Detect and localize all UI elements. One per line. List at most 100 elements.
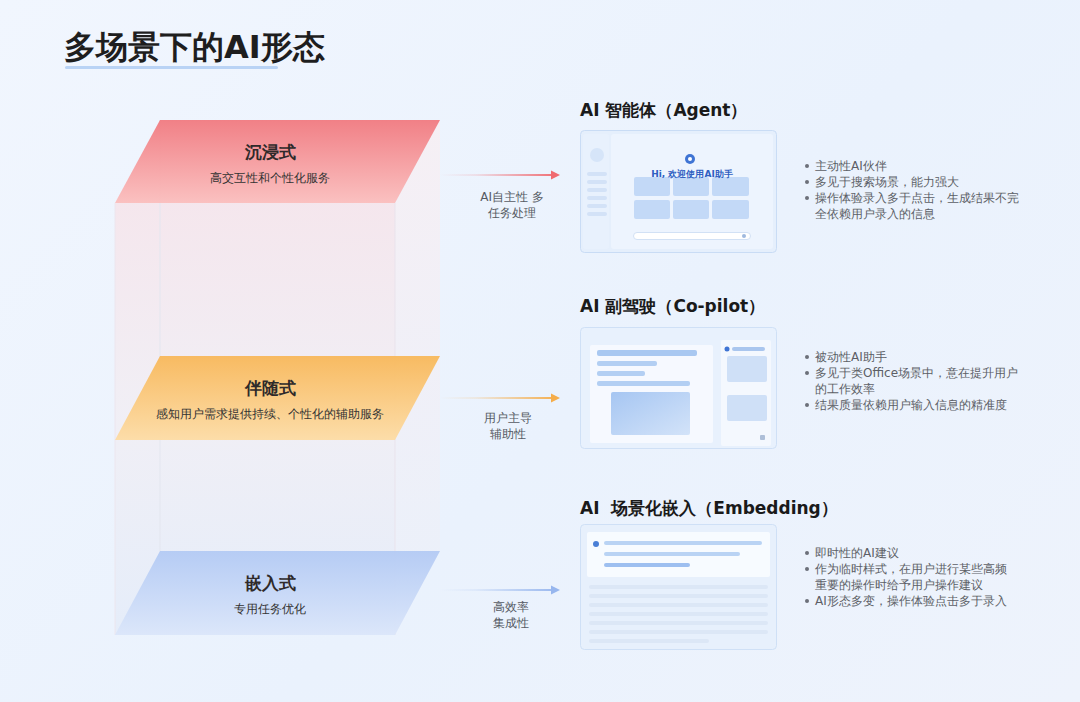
bullet-dot: [805, 371, 809, 375]
band-text: 嵌入式专用任务优化: [115, 572, 425, 617]
card-line: [604, 552, 740, 556]
screen-tile: [712, 200, 749, 219]
bullet-item: 作为临时样式，在用户进行某些高频重要的操作时给予用户操作建议: [803, 561, 1015, 593]
screen-frame: [581, 328, 777, 449]
page-line: [589, 594, 768, 598]
doc-line: [597, 381, 690, 386]
band-title: 沉浸式: [115, 141, 425, 163]
assistant-pane: [721, 340, 771, 446]
screen-main: [611, 134, 773, 249]
band-fill: [115, 551, 440, 635]
sidebar-bar: [587, 188, 607, 192]
screen-tile: [712, 177, 749, 196]
page-line: [589, 603, 768, 607]
bullet-text: 结果质量依赖用户输入信息的精准度: [815, 398, 1007, 412]
bullet-dot: [805, 599, 809, 603]
bullet-item: 即时性的AI建议: [803, 545, 1015, 561]
doc-block: [611, 392, 690, 435]
arrow-head: [551, 586, 560, 595]
pane-block: [727, 395, 767, 421]
bullet-dot: [805, 355, 809, 359]
logo-dot: [725, 347, 730, 352]
bullet-item: 操作体验录入多于点击，生成结果不完全依赖用户录入的信息: [803, 190, 1027, 222]
bullet-text: 即时性的AI建议: [815, 546, 899, 560]
flow-arrow: [440, 586, 560, 595]
screen-tile: [634, 177, 670, 196]
sidebar-bar: [587, 180, 607, 184]
screen-frame: [581, 131, 777, 253]
bullet-text: 被动性AI助手: [815, 350, 887, 364]
screen-frame: [581, 525, 777, 650]
bullet-item: 主动性AI伙伴: [803, 158, 1027, 174]
bullet-dot: [805, 180, 809, 184]
page-line: [589, 630, 768, 634]
screen-caption: Hi, 欢迎使用AI助手: [636, 168, 748, 180]
band-fill: [115, 356, 440, 440]
arrow-head: [551, 394, 560, 403]
pane-icon: [760, 435, 765, 440]
avatar-dot: [590, 148, 604, 162]
flow-arrow: [440, 171, 560, 180]
arrow-label: 用户主导 辅助性: [482, 410, 534, 442]
bullet-dot: [805, 567, 809, 571]
bullet-text: 主动性AI伙伴: [815, 159, 887, 173]
doc-line: [597, 350, 697, 356]
bullet-dot: [805, 403, 809, 407]
arrow-label: 高效率 集成性: [491, 599, 531, 631]
suggestion-card: [587, 532, 770, 577]
pane-line: [732, 347, 765, 351]
box-front-edge: [115, 203, 116, 635]
band-subtitle: 感知用户需求提供持续、个性化的辅助服务: [115, 406, 425, 422]
bullet-list: 被动性AI助手多见于类Office场景中，意在提升用户的工作效率结果质量依赖用户…: [803, 349, 1027, 413]
send-dot: [742, 234, 746, 238]
bullet-text: AI形态多变，操作体验点击多于录入: [815, 594, 1007, 608]
bullet-text: 作为临时样式，在用户进行某些高频重要的操作时给予用户操作建议: [815, 562, 1007, 592]
band-fill: [115, 120, 440, 203]
panel-heading: AI 智能体（Agent）: [580, 99, 748, 121]
pane-block: [727, 356, 767, 382]
logo-dot: [593, 541, 599, 547]
bullet-item: 结果质量依赖用户输入信息的精准度: [803, 397, 1027, 413]
sidebar-bar: [587, 204, 607, 208]
bullet-dot: [805, 196, 809, 200]
screen-sidebar: [583, 134, 609, 249]
logo-dot: [688, 157, 692, 161]
bullet-item: 被动性AI助手: [803, 349, 1027, 365]
panel-heading: AI 场景化嵌入（Embedding）: [580, 497, 838, 519]
arrow-head: [551, 171, 560, 180]
card-line: [604, 541, 762, 545]
page-line: [589, 639, 709, 643]
bullet-item: 多见于搜索场景，能力强大: [803, 174, 1027, 190]
bullet-item: AI形态多变，操作体验点击多于录入: [803, 593, 1015, 609]
screen-tile: [673, 177, 709, 196]
band-subtitle: 高交互性和个性化服务: [115, 170, 425, 186]
bullet-item: 多见于类Office场景中，意在提升用户的工作效率: [803, 365, 1027, 397]
card-line: [604, 563, 690, 567]
bullet-list: 主动性AI伙伴多见于搜索场景，能力强大操作体验录入多于点击，生成结果不完全依赖用…: [803, 158, 1027, 222]
page-line: [589, 585, 768, 589]
bullet-text: 多见于搜索场景，能力强大: [815, 175, 959, 189]
arrow-line: [440, 174, 552, 176]
flow-arrow: [440, 394, 560, 403]
band-title: 伴随式: [115, 377, 425, 399]
bullet-dot: [805, 551, 809, 555]
layer-band: 伴随式感知用户需求提供持续、个性化的辅助服务: [115, 356, 440, 440]
sidebar-bar: [587, 196, 607, 200]
bullet-text: 多见于类Office场景中，意在提升用户的工作效率: [815, 366, 1018, 396]
arrow-label: AI自主性 多任务处理: [480, 189, 544, 221]
band-text: 伴随式感知用户需求提供持续、个性化的辅助服务: [115, 377, 425, 422]
diagram-title: 多场景下的AI形态: [64, 27, 325, 67]
sidebar-bar: [587, 212, 607, 216]
layer-band: 沉浸式高交互性和个性化服务: [115, 120, 440, 203]
doc-line: [597, 361, 657, 366]
bullet-text: 操作体验录入多于点击，生成结果不完全依赖用户录入的信息: [815, 191, 1019, 221]
logo-dot: [685, 154, 695, 164]
screen-tile: [673, 200, 709, 219]
mode-panel: AI 智能体（Agent） 主动性AI伙伴多见于搜索场景，能力强大操作体验录入多于…: [560, 99, 1040, 258]
band-subtitle: 专用任务优化: [115, 601, 425, 617]
arrow-line: [440, 397, 552, 399]
page-line: [589, 621, 768, 625]
screen-tile: [634, 200, 670, 219]
layer-band: 嵌入式专用任务优化: [115, 551, 440, 635]
